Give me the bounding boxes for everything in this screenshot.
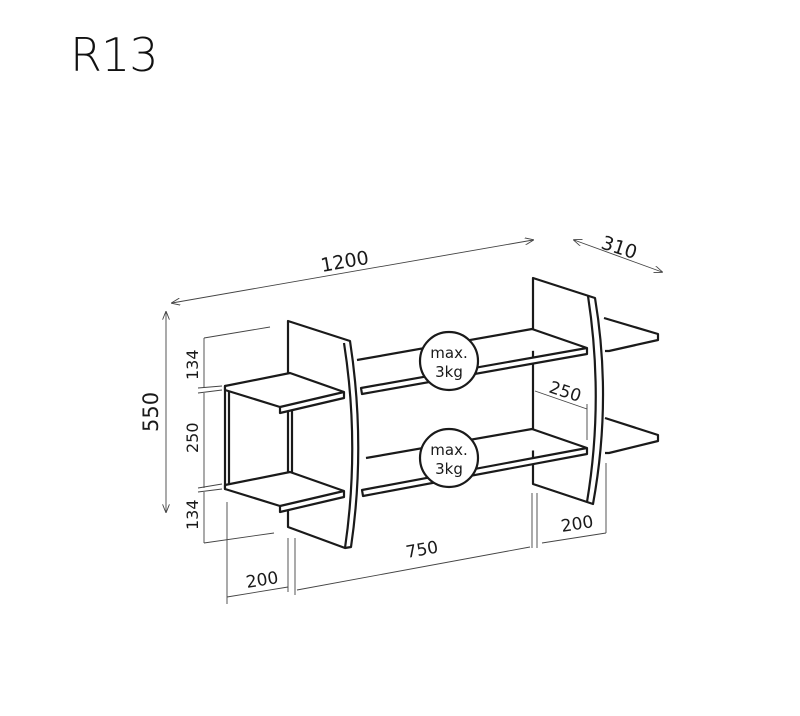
load-label-line2: 3kg xyxy=(435,460,463,478)
main-shelf-upper xyxy=(356,327,589,396)
dimension-right-width-label: 200 xyxy=(560,512,595,537)
dimension-height-label: 550 xyxy=(139,392,163,432)
dimension-bottom-gap-label: 134 xyxy=(183,499,202,530)
dimension-depth: 310 xyxy=(574,232,662,272)
dimension-middle-gap-label: 250 xyxy=(183,422,202,453)
dimension-width-label: 1200 xyxy=(319,247,370,277)
main-shelf-lower xyxy=(360,427,589,498)
dimension-width: 1200 xyxy=(172,240,533,303)
dimension-top-gap-label: 134 xyxy=(183,349,202,380)
product-title: R13 xyxy=(70,28,158,82)
load-label-line1: max. xyxy=(430,344,467,362)
right-extension-shelf-upper xyxy=(603,316,660,353)
dimension-center-span-label: 750 xyxy=(404,538,439,563)
left-cube-shelf xyxy=(223,371,346,514)
load-label-line1: max. xyxy=(430,441,467,459)
dimension-vertical-gaps: 134 250 134 xyxy=(183,326,275,544)
left-side-panel xyxy=(286,319,360,550)
dimension-depth-label: 310 xyxy=(598,232,639,264)
load-badge-lower: max. 3kg xyxy=(418,427,480,489)
dimension-left-box-width: 200 xyxy=(226,502,289,604)
load-label-line2: 3kg xyxy=(435,363,463,381)
right-extension-shelf-lower xyxy=(604,416,660,455)
load-badge-upper: max. 3kg xyxy=(418,330,480,392)
dimension-height: 550 xyxy=(139,312,166,512)
